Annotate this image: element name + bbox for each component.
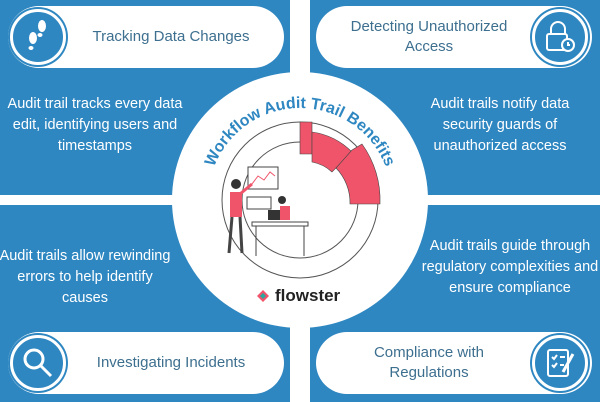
- card-heading: Investigating Incidents: [96, 354, 246, 371]
- lock-clock-icon: [532, 9, 588, 65]
- card-body: Audit trails allow rewinding errors to h…: [0, 248, 171, 306]
- brand-name: flowster: [275, 286, 341, 305]
- center-circle: [172, 72, 428, 328]
- flowster-logo: flowster: [255, 286, 340, 306]
- card-heading: Tracking Data Changes: [92, 28, 250, 45]
- red-segment: [335, 143, 381, 205]
- flowster-logo-icon: [257, 290, 269, 302]
- checklist-pen-icon: [532, 335, 588, 391]
- card-body: Audit trail tracks every data edit, iden…: [7, 96, 183, 154]
- red-segment: [299, 121, 313, 155]
- center-illustration: Workflow Audit Trail Benefits: [202, 95, 398, 279]
- card-heading: Compliance with Regulations: [373, 344, 485, 381]
- card-heading: Detecting Unauthorized Access: [350, 18, 508, 55]
- card-body: Audit trails notify data security guards…: [430, 96, 570, 154]
- card-body: Audit trails guide through regulatory co…: [421, 238, 599, 296]
- footprints-icon: [10, 9, 66, 65]
- magnifier-icon: [10, 335, 66, 391]
